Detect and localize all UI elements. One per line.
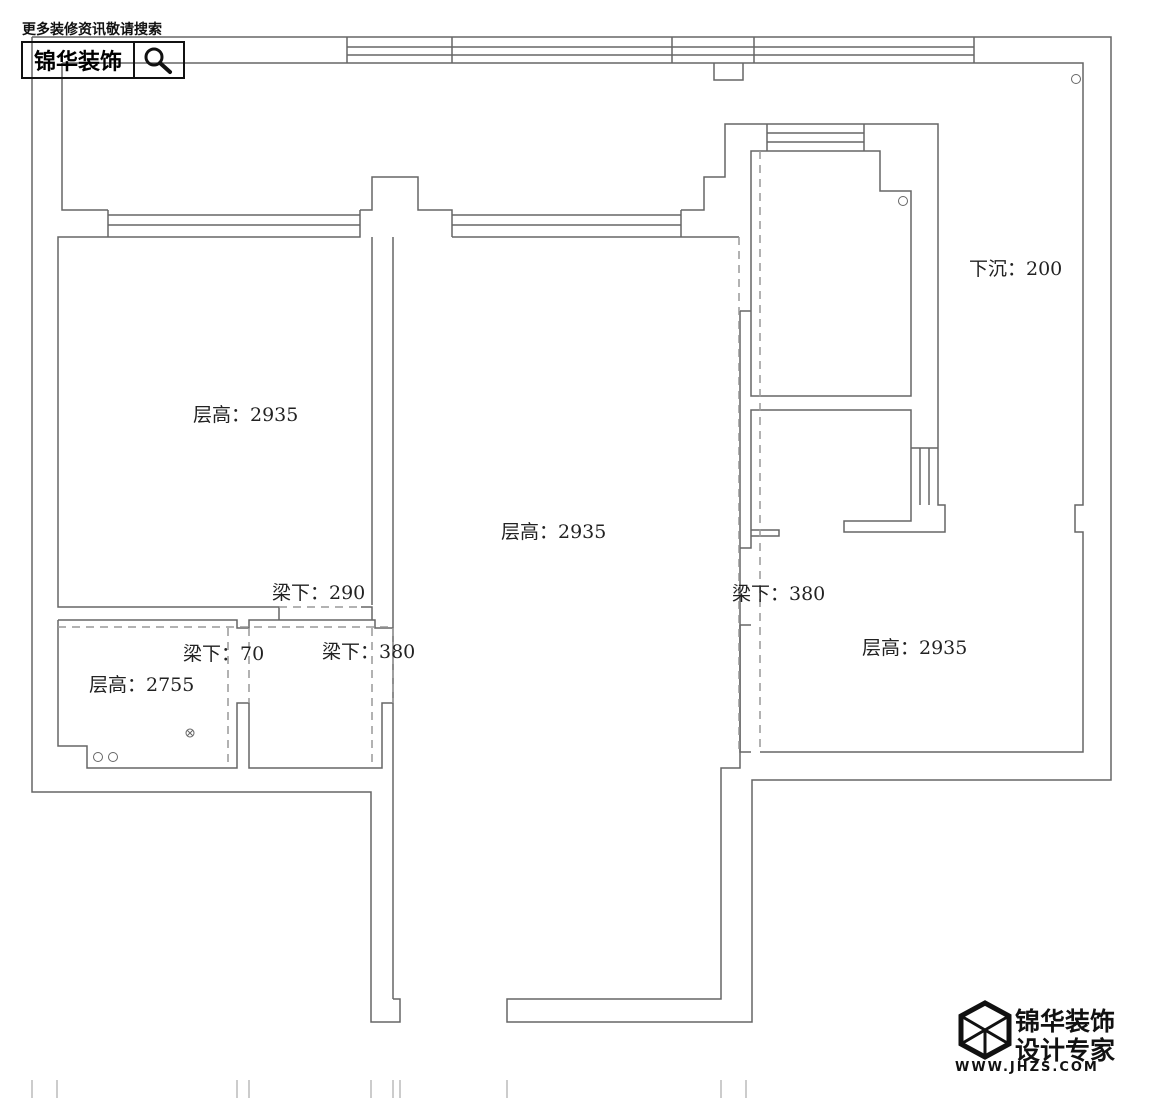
label-beam-290: 梁下：290 (272, 582, 366, 604)
label-right-height: 层高：2935 (862, 637, 968, 659)
logo-url: WWW.JHZS.COM (955, 1060, 1099, 1075)
label-sink: 下沉：200 (969, 258, 1063, 280)
logo-line1: 锦华装饰 (1015, 1007, 1116, 1036)
cube-logo-icon (958, 1000, 1012, 1060)
label-beam-380-right: 梁下：380 (732, 583, 826, 605)
brand-search-box[interactable]: 锦华装饰 (21, 41, 185, 79)
search-hint: 更多装修资讯敬请搜索 (22, 22, 162, 38)
label-center-height: 层高：2935 (501, 521, 607, 543)
brand-name: 锦华装饰 (23, 43, 135, 77)
logo-line2: 设计专家 (1015, 1036, 1116, 1065)
label-left-height: 层高：2935 (193, 404, 299, 426)
company-logo: 锦华装饰 设计专家 WWW.JHZS.COM (955, 1000, 1135, 1080)
label-beam-380-left: 梁下：380 (322, 641, 416, 663)
label-small-left-height: 层高：2755 (89, 674, 195, 696)
label-beam-70: 梁下：70 (183, 643, 265, 665)
magnifier-icon[interactable] (135, 43, 183, 77)
